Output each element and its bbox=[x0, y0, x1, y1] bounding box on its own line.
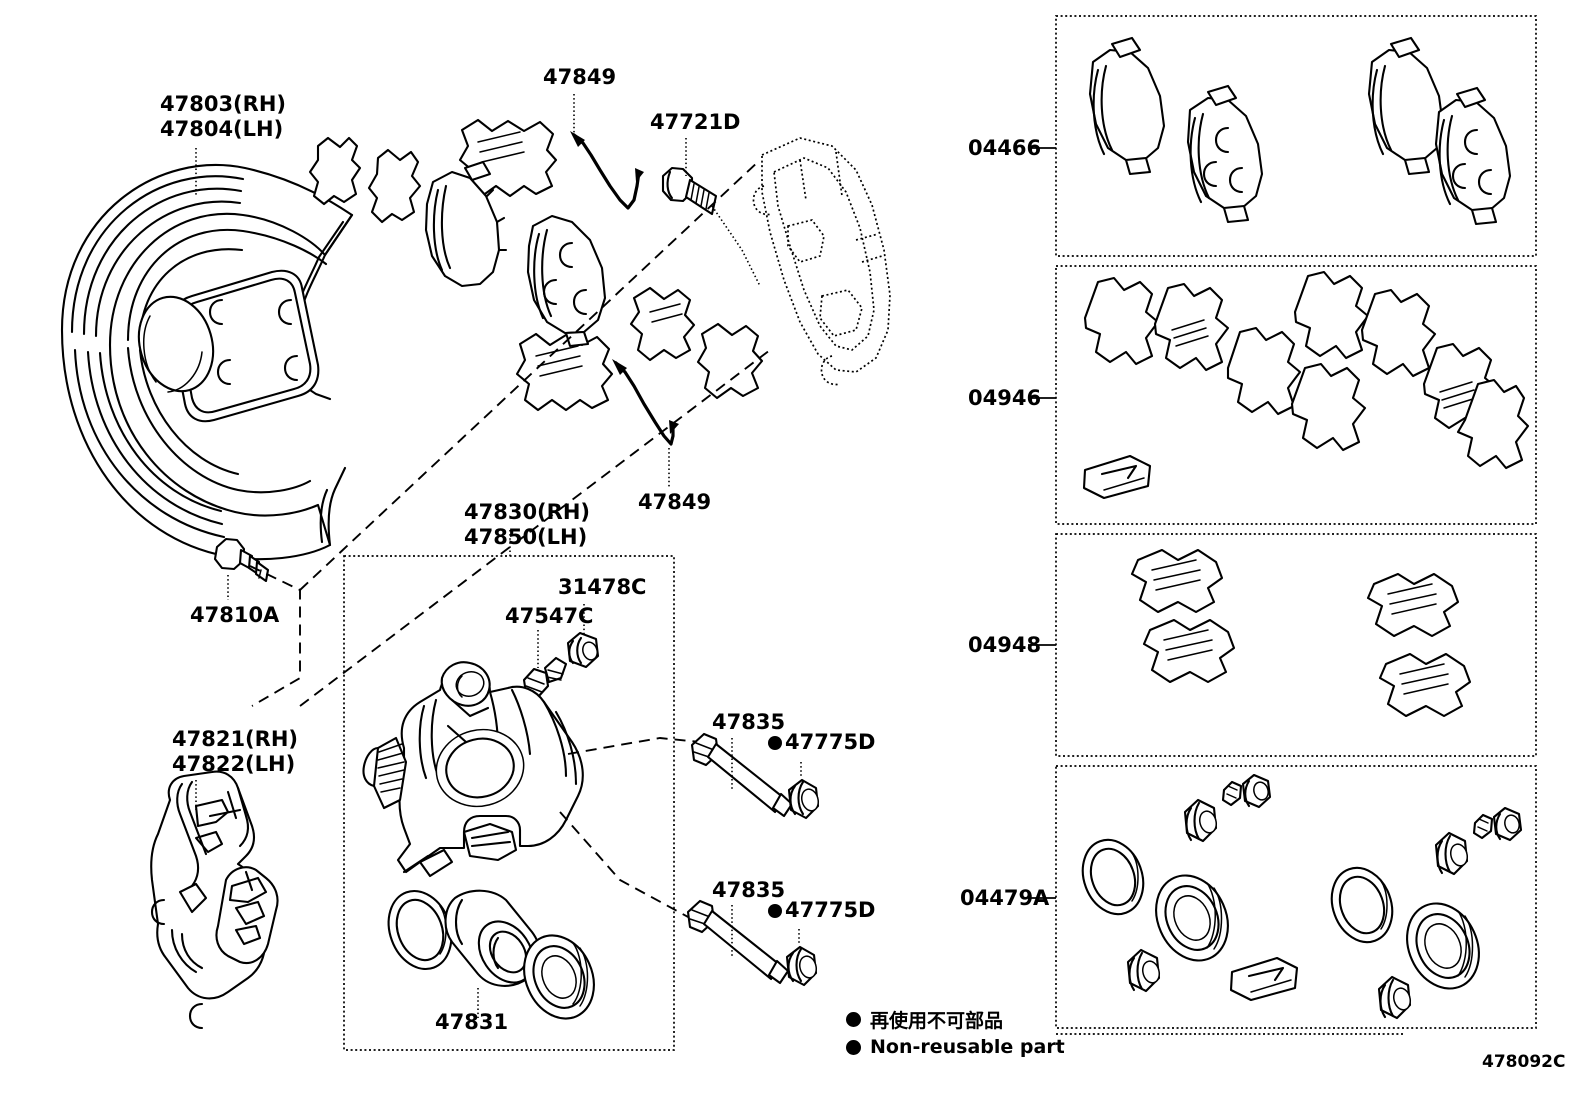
label-slide-pin-upper-47835: 47835 bbox=[712, 710, 786, 734]
label-clip-47849-upper: 47849 bbox=[543, 65, 617, 89]
non-reusable-dot-icon bbox=[768, 736, 782, 750]
link-union bbox=[249, 565, 301, 707]
part-cap-31478C bbox=[566, 604, 600, 669]
phantom-bracket-outline bbox=[752, 137, 891, 386]
non-reusable-dot-icon bbox=[768, 904, 782, 918]
label-piston-47831: 47831 bbox=[435, 1010, 509, 1034]
link-slidepin-lower bbox=[559, 811, 691, 919]
label-cap-31478C: 31478C bbox=[558, 575, 647, 599]
label-panel-04466: 04466 bbox=[968, 136, 1042, 160]
part-slide-pin-lower bbox=[686, 899, 790, 985]
label-bolt-47721D: 47721D bbox=[650, 110, 741, 134]
panel-box-04466 bbox=[1055, 15, 1537, 257]
label-union-47810A: 47810A bbox=[190, 603, 280, 627]
panel-box-04479A bbox=[1055, 765, 1537, 1029]
part-piston-47831 bbox=[387, 889, 595, 1020]
panel-contents-04948 bbox=[1130, 548, 1472, 718]
label-caliper-assembly: 47830(RH)47850(LH) bbox=[464, 500, 590, 549]
part-mounting-bracket bbox=[150, 770, 279, 1030]
label-panel-04946: 04946 bbox=[968, 386, 1042, 410]
diagram-code: 478092C bbox=[1482, 1052, 1566, 1072]
pads-and-shims-exploded bbox=[308, 118, 764, 412]
label-bushing-upper-47775D: 47775D bbox=[768, 730, 876, 755]
panel-contents-04479A bbox=[1081, 773, 1523, 1020]
part-clip-47849-upper bbox=[570, 94, 644, 210]
label-clip-47849-lower: 47849 bbox=[638, 490, 712, 514]
part-union-47810A bbox=[213, 537, 270, 600]
part-dust-cover bbox=[60, 148, 354, 561]
label-dust-cover: 47803(RH)47804(LH) bbox=[160, 92, 286, 141]
label-panel-04479A: 04479A bbox=[960, 886, 1050, 910]
label-panel-04948: 04948 bbox=[968, 633, 1042, 657]
link-bracket-upper bbox=[299, 159, 761, 591]
label-bushing-lower-47775D: 47775D bbox=[768, 898, 876, 923]
part-slide-pin-upper bbox=[690, 732, 794, 818]
panel-contents-04946 bbox=[1082, 270, 1530, 500]
label-slide-pin-lower-47835: 47835 bbox=[712, 878, 786, 902]
non-reusable-dot-icon bbox=[846, 1012, 861, 1027]
link-bracket-lower bbox=[299, 349, 771, 707]
part-caliper-body bbox=[362, 661, 584, 878]
part-bolt-47721D bbox=[661, 138, 718, 216]
label-mounting-bracket: 47821(RH)47822(LH) bbox=[172, 727, 298, 776]
caliper-assembly-boundary bbox=[343, 555, 675, 1051]
panel-box-04948 bbox=[1055, 533, 1537, 757]
panel-box-04946 bbox=[1055, 265, 1537, 525]
part-bushing-upper-47775D bbox=[787, 762, 820, 820]
non-reusable-dot-icon bbox=[846, 1039, 861, 1055]
link-slidepin-upper bbox=[567, 737, 701, 755]
part-clip-47849-lower bbox=[612, 359, 679, 488]
part-bushing-lower-47775D bbox=[785, 929, 818, 987]
panel-contents-04466 bbox=[1088, 36, 1512, 226]
legend-english: Non-reusable part bbox=[846, 1036, 1065, 1058]
legend-japanese: 再使用不可部品 bbox=[846, 1006, 1003, 1033]
label-bleeder-screw-47547C: 47547C bbox=[505, 604, 594, 628]
